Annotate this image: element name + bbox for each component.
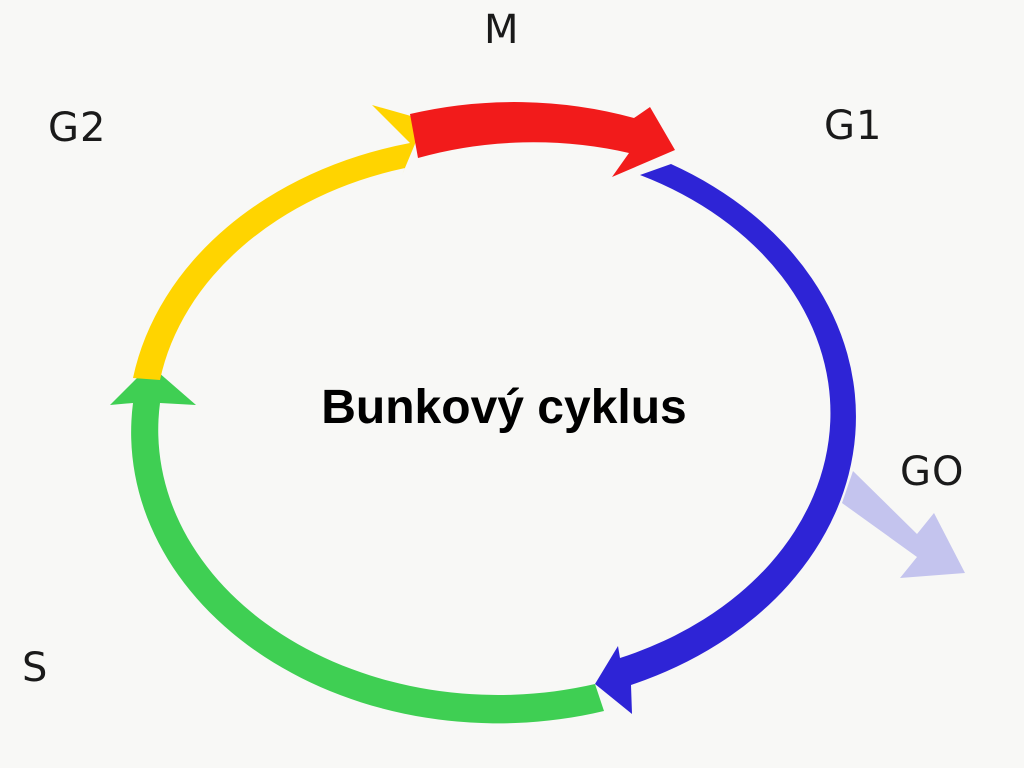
phase-label-s: S	[22, 645, 49, 691]
g0-exit-arrow	[842, 471, 965, 578]
m-arc-arrow	[410, 102, 675, 177]
phase-label-m: M	[484, 7, 520, 53]
phase-label-g2: G2	[48, 105, 107, 151]
phase-label-g0: GO	[900, 449, 965, 495]
g2-arc-arrow	[133, 105, 425, 380]
g1-arc-arrow	[595, 164, 856, 714]
diagram-title: Bunkový cyklus	[321, 381, 687, 434]
phase-label-g1: G1	[824, 103, 883, 149]
s-arc-arrow	[110, 365, 604, 724]
